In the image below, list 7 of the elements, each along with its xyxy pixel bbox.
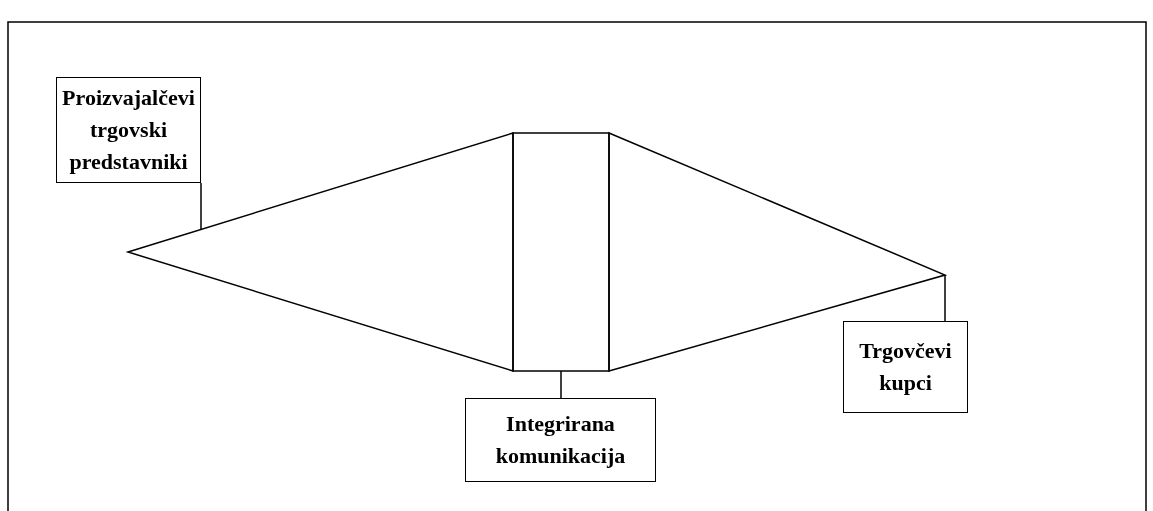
leader-line xyxy=(944,274,946,322)
text-box: Proizvajalčevi trgovski predstavniki xyxy=(56,77,201,183)
rectangle-shape xyxy=(513,133,609,371)
text-box: Trgovčevi kupci xyxy=(843,321,968,413)
text-box: Integrirana komunikacija xyxy=(465,398,656,482)
leader-line xyxy=(560,370,562,399)
leader-line xyxy=(200,182,202,231)
